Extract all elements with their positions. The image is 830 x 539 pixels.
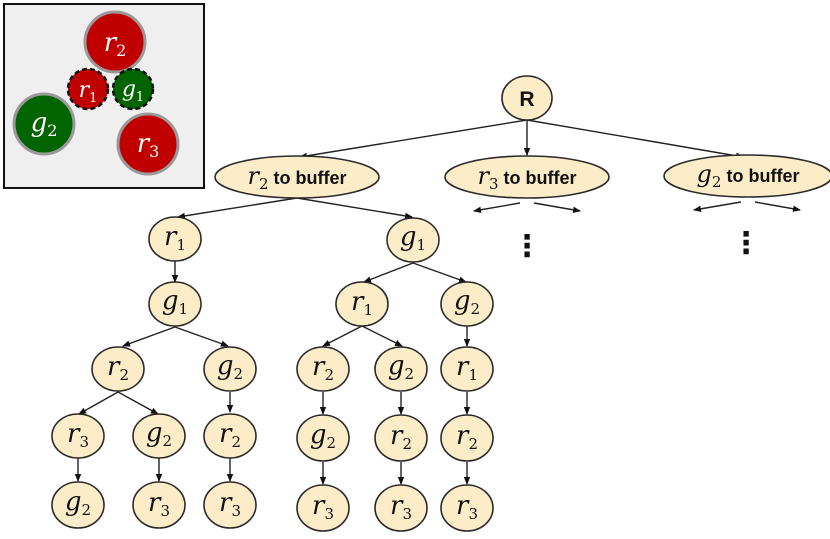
node-r3: r3 — [51, 413, 105, 459]
svg-text:g1: g1 — [162, 286, 188, 318]
root-label: R — [519, 88, 534, 111]
svg-text:g2: g2 — [146, 418, 172, 450]
object-r2: r2 — [83, 10, 147, 74]
svg-text:r3: r3 — [390, 491, 412, 523]
node-r3: r3 — [132, 481, 186, 529]
svg-text:g2: g2 — [310, 420, 336, 452]
node-r3: r3 — [374, 484, 428, 532]
svg-text:g2: g2 — [31, 108, 58, 140]
node-r1: r1 — [148, 216, 202, 262]
svg-text:r2: r2 — [104, 28, 127, 60]
svg-text:g2: g2 — [65, 487, 91, 519]
node-g2: g2 — [203, 346, 257, 392]
svg-text:r3: r3 — [312, 491, 334, 523]
svg-text:r2: r2 — [219, 419, 241, 451]
node-r2: r2 — [203, 413, 257, 459]
ellipsis-g2-branch: ⋮ — [731, 226, 761, 261]
object-r3: r3 — [116, 112, 180, 176]
tree-edges — [74, 119, 801, 485]
svg-text:g1: g1 — [122, 77, 144, 105]
node-g1: g1 — [148, 281, 202, 327]
node-r1: r1 — [335, 281, 389, 327]
node-r2: r2 — [440, 414, 494, 462]
node-g2: g2 — [51, 481, 105, 529]
node-r2: r2 — [91, 346, 145, 392]
svg-text:r2: r2 — [390, 421, 412, 453]
svg-text:g1: g1 — [400, 222, 426, 254]
node-r2: r2 — [374, 414, 428, 462]
svg-text:r1: r1 — [351, 287, 373, 319]
node-r2: r2 — [296, 346, 350, 392]
svg-text:g2: g2 — [388, 351, 414, 383]
svg-text:r1: r1 — [164, 222, 186, 254]
node-r3: r3 — [296, 484, 350, 532]
object-g1: g1 — [111, 67, 155, 111]
svg-text:r2: r2 — [107, 352, 129, 384]
node-r3: r3 — [440, 484, 494, 532]
svg-text:r3: r3 — [456, 491, 478, 523]
svg-text:g2: g2 — [454, 286, 480, 318]
node-r1: r1 — [440, 346, 494, 392]
tree-root-node: R — [501, 75, 553, 121]
svg-text:r3: r3 — [148, 488, 170, 520]
node-g2: g2 — [296, 414, 350, 462]
object-r1: r1 — [66, 67, 110, 111]
node-r3: r3 — [203, 481, 257, 529]
ellipsis-r3-branch: ⋮ — [512, 229, 542, 264]
svg-text:r1: r1 — [79, 78, 98, 106]
svg-text:r2: r2 — [312, 352, 334, 384]
node-g2: g2 — [132, 413, 186, 459]
svg-text:r1: r1 — [456, 352, 478, 384]
svg-text:r3: r3 — [67, 419, 89, 451]
node-g2: g2 — [374, 346, 428, 392]
node-g2: g2 — [440, 281, 494, 327]
svg-text:r3: r3 — [219, 488, 241, 520]
object-g2: g2 — [12, 92, 76, 156]
scene-inset-panel: r2 r1 g1 g2 r3 — [3, 3, 205, 189]
svg-text:g2: g2 — [217, 351, 243, 383]
node-g1: g1 — [386, 217, 440, 263]
svg-text:r3: r3 — [137, 129, 160, 161]
svg-text:r2: r2 — [456, 421, 478, 453]
